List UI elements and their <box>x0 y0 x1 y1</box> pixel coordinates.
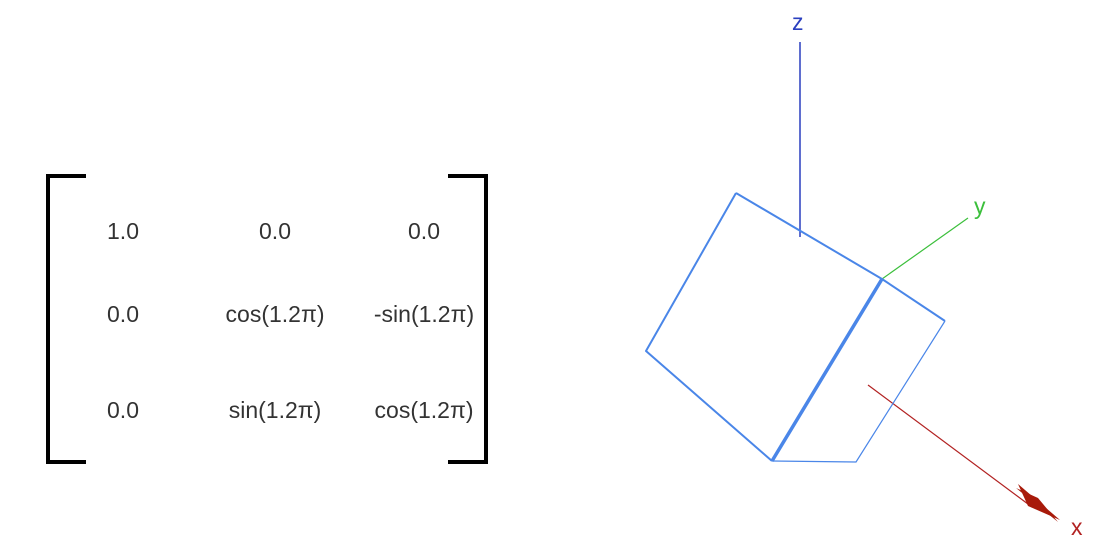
x-axis-line <box>867 384 1033 508</box>
cube-side-edges <box>771 320 946 463</box>
cube-middle-edge <box>770 278 884 462</box>
y-axis-label: y <box>974 193 986 219</box>
matrix-cell-r2c1: 0.0 <box>107 301 139 327</box>
matrix-cell-r3c3: cos(1.2π) <box>374 397 474 423</box>
matrix-cell-r1c3: 0.0 <box>408 218 440 244</box>
matrix-cell-r2c2: cos(1.2π) <box>225 301 325 327</box>
z-axis-label: z <box>792 9 804 35</box>
matrix-right-bracket <box>448 174 488 464</box>
x-axis-label: x <box>1071 514 1083 540</box>
matrix-cell-r2c3: -sin(1.2π) <box>373 301 475 327</box>
rotated-cube <box>645 192 946 463</box>
y-axis-line <box>881 217 969 280</box>
matrix-cell-r1c2: 0.0 <box>259 218 291 244</box>
matrix-cell-r1c1: 1.0 <box>107 218 139 244</box>
matrix-left-bracket <box>46 174 86 464</box>
matrix-cell-r3c1: 0.0 <box>107 397 139 423</box>
matrix-cell-r3c2: sin(1.2π) <box>228 397 322 423</box>
rotation-matrix: 1.0 0.0 0.0 0.0 cos(1.2π) -sin(1.2π) 0.0… <box>0 0 520 556</box>
